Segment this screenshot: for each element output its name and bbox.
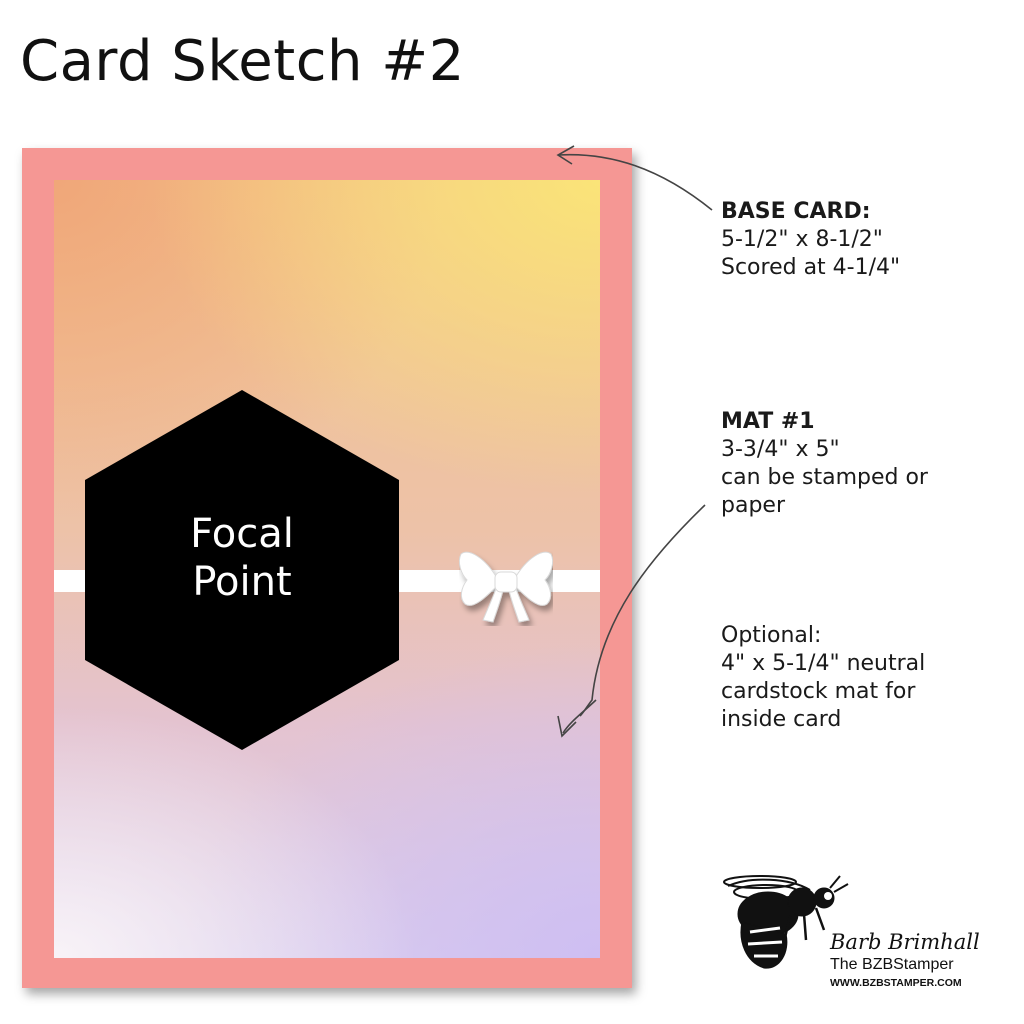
base-card-score: Scored at 4-1/4": [721, 255, 901, 280]
brand-logo: Barb Brimhall The BZBStamper WWW.BZBSTAM…: [720, 872, 980, 992]
mat-note-line1: can be stamped or: [721, 465, 928, 490]
page-title: Card Sketch #2: [20, 29, 465, 94]
mat-note-line2: paper: [721, 493, 785, 518]
mat-heading: MAT #1: [721, 409, 815, 434]
annotation-optional: Optional: 4" x 5-1/4" neutral cardstock …: [721, 622, 925, 734]
logo-signature: Barb Brimhall: [830, 930, 980, 954]
base-card-heading: BASE CARD:: [721, 199, 871, 224]
bow-icon: [459, 551, 553, 623]
focal-hexagon: [85, 390, 399, 750]
focal-label-line1: Focal: [190, 511, 294, 557]
annotation-base-card: BASE CARD: 5-1/2" x 8-1/2" Scored at 4-1…: [721, 198, 900, 282]
focal-label-line2: Point: [192, 559, 292, 605]
base-card: Focal Point: [22, 148, 632, 988]
optional-heading: Optional:: [721, 623, 822, 648]
mat-1: Focal Point: [54, 180, 600, 958]
optional-note-line1: cardstock mat for: [721, 679, 916, 704]
optional-note-line2: inside card: [721, 707, 842, 732]
bee-icon: [723, 875, 849, 969]
logo-url: WWW.BZBSTAMPER.COM: [830, 977, 962, 989]
annotation-mat-1: MAT #1 3-3/4" x 5" can be stamped or pap…: [721, 408, 928, 520]
logo-brand: The BZBStamper: [830, 956, 954, 973]
optional-size: 4" x 5-1/4" neutral: [721, 651, 926, 676]
base-card-size: 5-1/2" x 8-1/2": [721, 227, 883, 252]
mat-size: 3-3/4" x 5": [721, 437, 840, 462]
focal-point-label: Focal Point: [85, 510, 399, 606]
